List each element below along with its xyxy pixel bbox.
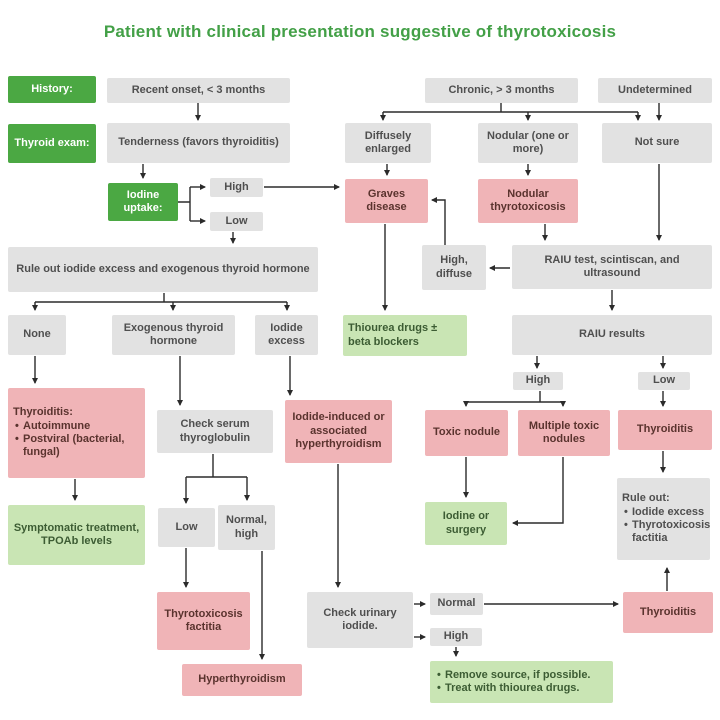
node-raiu-test: RAIU test, scintiscan, and ultrasound bbox=[512, 245, 712, 289]
thyroiditis-list-item: Postviral (bacterial, fungal) bbox=[13, 433, 140, 460]
node-thiourea-drugs: Thiourea drugs ± beta blockers bbox=[343, 315, 467, 356]
node-uptake-high: High bbox=[210, 178, 263, 197]
node-thyroiditis-types: Thyroiditis: Autoimmune Postviral (bacte… bbox=[8, 388, 145, 478]
node-recent-onset: Recent onset, < 3 months bbox=[107, 78, 290, 103]
node-symptomatic-treatment: Symptomatic treatment, TPOAb levels bbox=[8, 505, 145, 565]
node-not-sure: Not sure bbox=[602, 123, 712, 163]
label-thyroid-exam: Thyroid exam: bbox=[8, 124, 96, 163]
node-exogenous-thyroid-hormone: Exogenous thyroid hormone bbox=[112, 315, 235, 355]
node-thyroglobulin-normal-high: Normal, high bbox=[218, 505, 275, 550]
node-remove-source: Remove source, if possible. Treat with t… bbox=[430, 661, 613, 703]
label-iodine-uptake: Iodine uptake: bbox=[108, 183, 178, 221]
node-iodide-excess: Iodide excess bbox=[255, 315, 318, 355]
node-multiple-toxic-nodules: Multiple toxic nodules bbox=[518, 410, 610, 456]
thyroiditis-list-title: Thyroiditis: bbox=[13, 406, 73, 419]
node-raiu-low: Low bbox=[638, 372, 690, 390]
node-thyroglobulin-low: Low bbox=[158, 508, 215, 547]
node-graves-disease: Graves disease bbox=[345, 179, 428, 223]
rule-out-list-item: Thyrotoxicosis factitia bbox=[622, 519, 710, 546]
remove-source-item: Treat with thiourea drugs. bbox=[435, 682, 579, 696]
thyroiditis-list-item: Autoimmune bbox=[13, 420, 90, 434]
node-high-diffuse: High, diffuse bbox=[422, 245, 486, 290]
rule-out-list-title: Rule out: bbox=[622, 492, 670, 505]
node-tenderness: Tenderness (favors thyroiditis) bbox=[107, 123, 290, 163]
node-urinary-high: High bbox=[430, 628, 482, 646]
node-check-urinary-iodide: Check urinary iodide. bbox=[307, 592, 413, 648]
node-rule-out-iodide-excess: Rule out iodide excess and exogenous thy… bbox=[8, 247, 318, 292]
page-title: Patient with clinical presentation sugge… bbox=[103, 22, 617, 41]
node-iodine-or-surgery: Iodine or surgery bbox=[425, 502, 507, 545]
node-nodular-thyrotoxicosis: Nodular thyrotoxicosis bbox=[478, 179, 578, 223]
node-raiu-high: High bbox=[513, 372, 563, 390]
node-thyroiditis-bottom: Thyroiditis bbox=[623, 592, 713, 633]
node-hyperthyroidism: Hyperthyroidism bbox=[182, 664, 302, 696]
node-iodide-induced: Iodide-induced or associated hyperthyroi… bbox=[285, 400, 392, 463]
remove-source-item: Remove source, if possible. bbox=[435, 669, 591, 683]
node-undetermined: Undetermined bbox=[598, 78, 712, 103]
node-check-serum-thyroglobulin: Check serum thyroglobulin bbox=[157, 410, 273, 453]
node-diffusely-enlarged: Diffusely enlarged bbox=[345, 123, 431, 163]
node-raiu-results: RAIU results bbox=[512, 315, 712, 355]
label-history: History: bbox=[8, 76, 96, 103]
rule-out-list-item: Iodide excess bbox=[622, 506, 704, 520]
node-uptake-low: Low bbox=[210, 212, 263, 231]
node-thyrotoxicosis-factitia: Thyrotoxicosis factitia bbox=[157, 592, 250, 650]
node-urinary-normal: Normal bbox=[430, 593, 483, 615]
node-nodular: Nodular (one or more) bbox=[478, 123, 578, 163]
node-chronic: Chronic, > 3 months bbox=[425, 78, 578, 103]
node-toxic-nodule: Toxic nodule bbox=[425, 410, 508, 456]
node-none: None bbox=[8, 315, 66, 355]
node-rule-out-list: Rule out: Iodide excess Thyrotoxicosis f… bbox=[617, 478, 710, 560]
node-thyroiditis-right: Thyroiditis bbox=[618, 410, 712, 450]
